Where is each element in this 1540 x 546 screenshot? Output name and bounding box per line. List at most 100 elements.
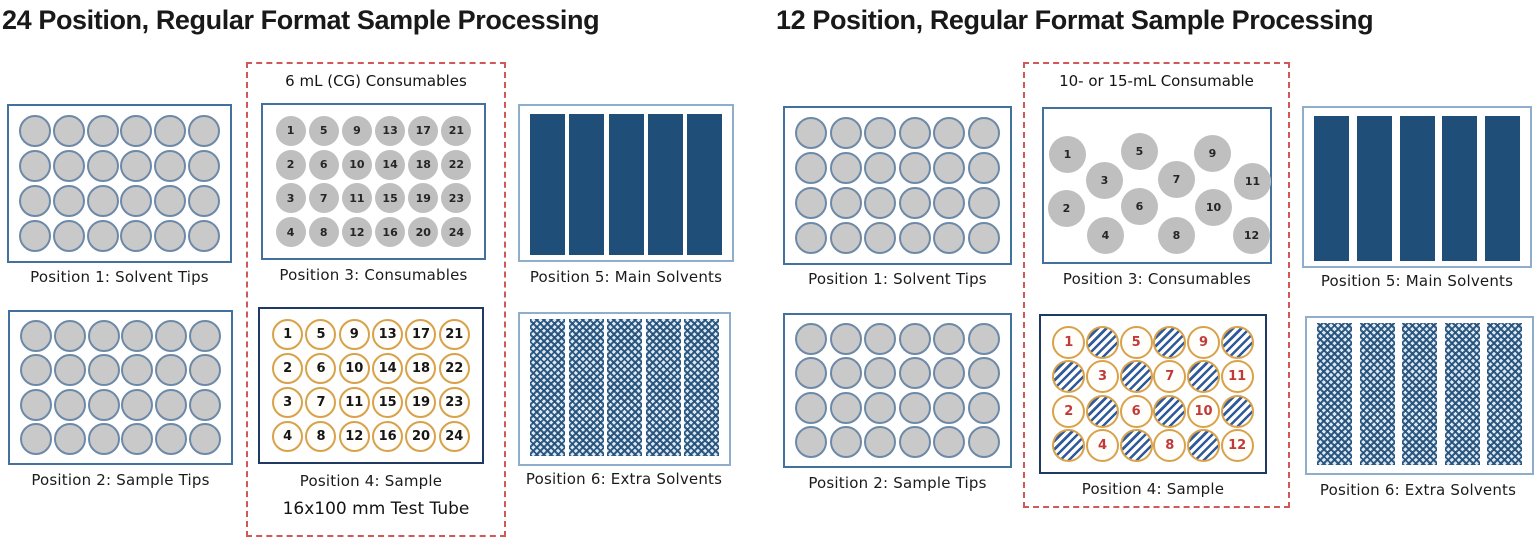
consumable-vial: 8 bbox=[1158, 217, 1195, 254]
sample-tube: 20 bbox=[405, 420, 437, 452]
tip-well bbox=[864, 425, 897, 458]
tip-well bbox=[121, 422, 154, 455]
well-grid bbox=[785, 108, 1010, 263]
tip-well bbox=[864, 151, 897, 184]
consumable-vial: 4 bbox=[275, 217, 306, 248]
tip-well bbox=[155, 320, 188, 353]
tip-well bbox=[829, 116, 862, 149]
position5-label: Position 5: Main Solvents bbox=[529, 268, 723, 286]
sample-tube: 8 bbox=[305, 420, 337, 452]
main-solvent-bottle bbox=[1399, 116, 1435, 261]
consumable-vial: 2 bbox=[275, 149, 306, 180]
sample-tube: 2 bbox=[1052, 394, 1086, 428]
tip-well bbox=[829, 222, 862, 255]
main-solvent-bottle bbox=[1356, 116, 1392, 261]
tip-well bbox=[52, 114, 85, 147]
tip-well bbox=[967, 187, 1000, 220]
tip-well bbox=[120, 149, 153, 182]
sample-tube: 22 bbox=[438, 353, 470, 385]
tip-well bbox=[898, 357, 931, 390]
sample-tube: 12 bbox=[338, 420, 370, 452]
tip-well bbox=[19, 320, 52, 353]
main-solvent-bottle bbox=[1442, 116, 1478, 261]
sample-tube: 13 bbox=[372, 319, 404, 351]
tip-well bbox=[795, 391, 828, 424]
tip-well bbox=[795, 187, 828, 220]
position2-sample-tips-rack bbox=[783, 313, 1012, 468]
sample-tube-filled bbox=[1153, 325, 1187, 359]
tip-well bbox=[933, 116, 966, 149]
tip-well bbox=[898, 187, 931, 220]
tip-well bbox=[19, 388, 52, 421]
tip-well bbox=[967, 116, 1000, 149]
sample-tube: 14 bbox=[372, 353, 404, 385]
sample-tube-filled bbox=[1085, 325, 1119, 359]
sample-tube-filled bbox=[1052, 429, 1086, 463]
tip-well bbox=[933, 425, 966, 458]
position1-solvent-tips-rack bbox=[7, 104, 232, 263]
tip-well bbox=[154, 114, 187, 147]
sample-tube: 18 bbox=[405, 353, 437, 385]
tip-well bbox=[18, 149, 51, 182]
tip-well bbox=[18, 220, 51, 253]
extra-solvent-bottle bbox=[568, 319, 604, 456]
sample-tube-filled bbox=[1186, 429, 1220, 463]
tip-well bbox=[898, 222, 931, 255]
sample-tube: 6 bbox=[305, 353, 337, 385]
sample-tube: 7 bbox=[305, 386, 337, 418]
position1-label: Position 1: Solvent Tips bbox=[30, 268, 209, 286]
consumable-vial: 17 bbox=[408, 115, 439, 146]
well-grid bbox=[9, 106, 230, 261]
consumable-vial: 9 bbox=[341, 115, 372, 146]
position1-label: Position 1: Solvent Tips bbox=[808, 270, 987, 288]
position6-label: Position 6: Extra Solvents bbox=[525, 470, 723, 488]
tip-well bbox=[86, 114, 119, 147]
tip-well bbox=[829, 357, 862, 390]
tip-well bbox=[155, 388, 188, 421]
tip-well bbox=[795, 357, 828, 390]
main-solvent-bottle bbox=[530, 114, 565, 255]
tip-well bbox=[864, 222, 897, 255]
tip-well bbox=[829, 391, 862, 424]
tip-well bbox=[52, 185, 85, 218]
sample-tube: 17 bbox=[405, 319, 437, 351]
tip-well bbox=[188, 220, 221, 253]
consumable-vial: 11 bbox=[341, 183, 372, 214]
main-solvent-bottle bbox=[1314, 116, 1349, 261]
tip-well bbox=[829, 187, 862, 220]
tip-well bbox=[795, 323, 828, 356]
consumable-vial: 7 bbox=[308, 183, 339, 214]
consumable-vial: 10 bbox=[1195, 189, 1232, 226]
tip-well bbox=[933, 391, 966, 424]
sample-tube-filled bbox=[1220, 325, 1254, 359]
sample-tube-filled bbox=[1119, 429, 1153, 463]
extra-solvent-bottle bbox=[1317, 323, 1352, 465]
consumable-vial: 7 bbox=[1158, 161, 1195, 198]
diagram-12-position: 12 Position, Regular Format Sample Proce… bbox=[776, 0, 1540, 546]
tip-well bbox=[121, 320, 154, 353]
consumables-highlight-box bbox=[246, 62, 506, 537]
tip-well bbox=[829, 151, 862, 184]
tip-well bbox=[155, 422, 188, 455]
consumable-vial: 14 bbox=[375, 149, 406, 180]
solvent-bars bbox=[520, 106, 732, 260]
sample-tube-filled bbox=[1186, 360, 1220, 394]
tip-well bbox=[829, 323, 862, 356]
main-solvent-bottle bbox=[1485, 116, 1520, 261]
consumable-vial: 15 bbox=[375, 183, 406, 214]
tip-well bbox=[933, 222, 966, 255]
tip-well bbox=[795, 116, 828, 149]
main-solvent-bottle bbox=[569, 114, 605, 255]
tip-well bbox=[189, 354, 222, 387]
tip-well bbox=[898, 425, 931, 458]
consumable-vial: 6 bbox=[1121, 188, 1158, 225]
diagram-24-position: 24 Position, Regular Format Sample Proce… bbox=[0, 0, 764, 546]
position5-main-solvents-tray bbox=[518, 104, 734, 262]
extra-solvent-bottle bbox=[684, 319, 719, 456]
extra-solvent-bottle bbox=[1487, 323, 1522, 465]
position2-sample-tips-rack bbox=[8, 310, 233, 465]
extra-solvent-bars bbox=[520, 314, 729, 464]
tip-well bbox=[864, 357, 897, 390]
position1-solvent-tips-rack bbox=[783, 106, 1012, 265]
